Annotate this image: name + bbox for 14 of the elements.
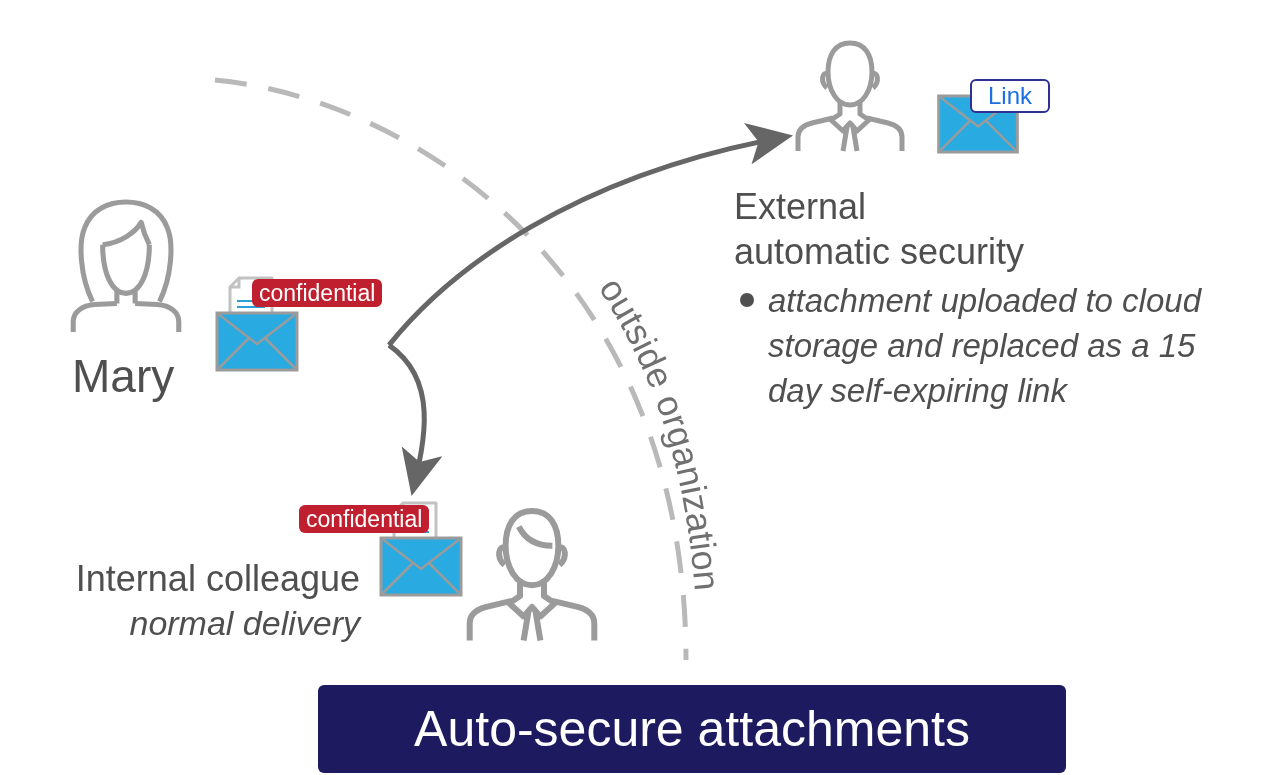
recipient-heading: Internal colleague [75,557,360,601]
arrow [387,124,793,347]
person-icon [466,505,598,644]
person-icon [795,38,905,154]
bullet-note: attachment uploaded to cloud storage and replaced as a 15 day self-expiring link [768,281,1203,411]
arrow [387,343,443,496]
link-tag: Link [970,79,1051,113]
status-tag: confidential [252,279,383,307]
person-icon [70,198,182,335]
person-name: Mary [72,349,175,404]
title-banner: Auto-secure attachments [318,685,1066,773]
recipient-heading: External automatic security [734,185,1026,274]
status-tag: confidential [299,505,430,533]
delivery-note: normal delivery [129,603,360,644]
